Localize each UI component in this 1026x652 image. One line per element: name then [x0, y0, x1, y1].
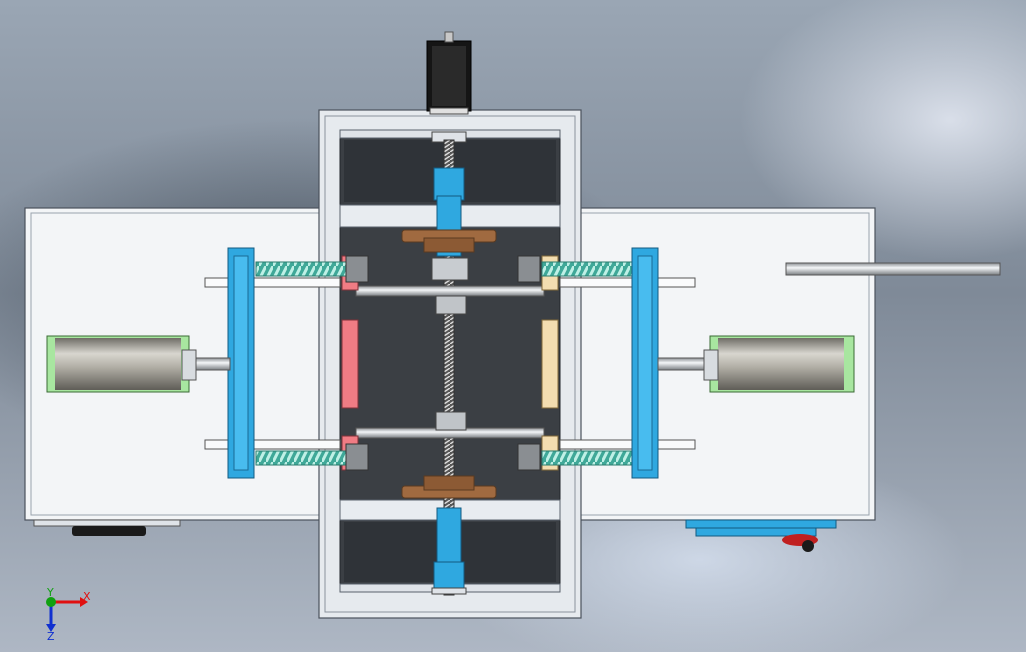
center-guide-rails — [355, 285, 545, 439]
left-drive-motor — [46, 335, 231, 393]
left-guide-rods — [204, 277, 341, 450]
right-guide-rods — [559, 277, 696, 450]
spring-end-blocks — [345, 255, 541, 471]
underside-parts — [33, 519, 837, 552]
lead-screw — [443, 139, 455, 596]
springs — [255, 261, 633, 466]
right-extension-rod — [785, 262, 1001, 276]
coordinate-triad: X Y Z — [46, 586, 91, 643]
top-stepper-motor — [426, 31, 472, 115]
left-push-plate — [227, 247, 255, 479]
bronze-brackets — [401, 229, 497, 499]
triad-z-label: Z — [47, 630, 55, 643]
right-drive-motor — [657, 335, 855, 393]
right-push-plate — [631, 247, 659, 479]
triad-y-label: Y — [46, 586, 54, 599]
triad-x-label: X — [83, 590, 91, 603]
